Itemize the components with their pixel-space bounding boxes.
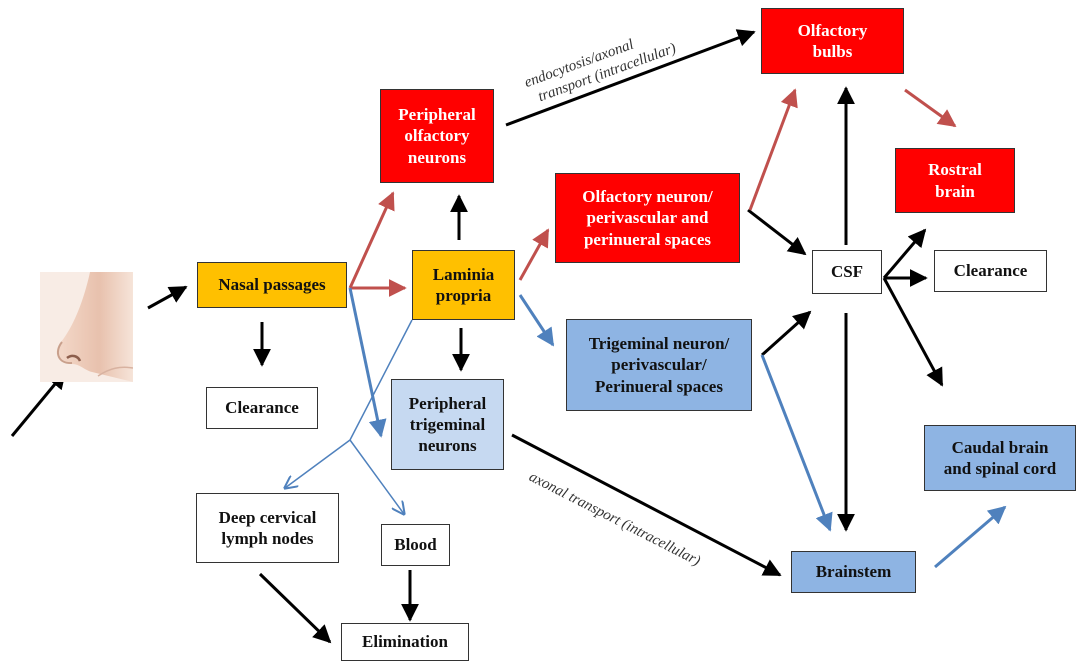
nose-icon	[40, 272, 133, 382]
trigeminal-perivascular-line-3: Perinueral spaces	[595, 376, 723, 396]
arrow-csf-to-rostral	[882, 228, 927, 279]
rostral-brain-line-1: Rostral	[928, 160, 982, 180]
lamina-propria-line-1: Laminia	[432, 264, 495, 284]
arrow-csf-to-caudal	[882, 277, 944, 387]
csf-node: CSF	[812, 250, 882, 294]
olfactory-bulbs-node: Olfactory bulbs	[761, 8, 904, 74]
arrow-nose-to-nasal	[147, 285, 188, 310]
arrow-nasal-to-olfactory	[348, 191, 395, 289]
deep-cervical-lymph-nodes-node: Deep cervical lymph nodes	[196, 493, 339, 563]
arrow-bulbs-to-rostral	[904, 88, 957, 128]
trigeminal-perivascular-node: Trigeminal neuron/ perivascular/ Perinue…	[566, 319, 752, 411]
blood-node: Blood	[381, 524, 450, 566]
olfactory-perivascular-line-3: perinueral spaces	[583, 229, 711, 249]
blood-label: Blood	[394, 535, 437, 555]
arrow-olfactory-to-bulbs	[505, 29, 756, 127]
nasal-passages-node: Nasal passages	[197, 262, 347, 308]
lamina-propria-line-2: propria	[435, 286, 492, 305]
caudal-brain-spinal-cord-node: Caudal brain and spinal cord	[924, 425, 1076, 491]
arrow-trigperiv-to-csf	[760, 310, 812, 357]
deep-cervical-line-2: lymph nodes	[221, 529, 314, 548]
olfactory-bulbs-line-1: Olfactory	[797, 20, 868, 40]
arrow-lamina-to-trigperiv	[518, 294, 555, 347]
trigeminal-perivascular-line-1: Trigeminal neuron/	[588, 334, 730, 354]
arrow-olfperiv-to-csf	[747, 208, 807, 256]
arrow-trigperiv-to-brainstem	[760, 354, 833, 532]
arrow-entry	[10, 370, 67, 437]
olfactory-bulbs-line-2: bulbs	[812, 42, 853, 61]
peripheral-olfactory-neurons-node: Peripheral olfactory neurons	[380, 89, 494, 183]
caudal-brain-line-1: Caudal brain	[951, 437, 1049, 457]
clearance-nasal-node: Clearance	[206, 387, 318, 429]
arrow-brainstem-to-caudal	[934, 505, 1007, 569]
arrow-lymph-to-elimination	[258, 572, 332, 644]
deep-cervical-line-1: Deep cervical	[218, 507, 317, 527]
arrow-lamina-branch-stem	[349, 319, 413, 441]
caudal-brain-line-2: and spinal cord	[943, 459, 1057, 478]
trigeminal-perivascular-line-2: perivascular/	[611, 355, 707, 375]
elimination-node: Elimination	[341, 623, 469, 661]
peripheral-trigeminal-line-1: Peripheral	[408, 393, 487, 413]
arrow-nasal-to-trigeminal	[348, 287, 387, 438]
brainstem-label: Brainstem	[815, 562, 892, 582]
peripheral-olfactory-line-1: Peripheral	[398, 105, 476, 125]
peripheral-trigeminal-line-2: trigeminal	[409, 414, 486, 434]
peripheral-trigeminal-neurons-node: Peripheral trigeminal neurons	[391, 379, 504, 470]
arrow-olfperiv-to-bulbs	[748, 88, 798, 211]
elimination-label: Elimination	[362, 632, 448, 652]
arrow-branch-to-blood	[349, 439, 404, 514]
peripheral-trigeminal-line-3: neurons	[418, 436, 477, 456]
peripheral-olfactory-line-2: olfactory	[404, 126, 470, 146]
brainstem-node: Brainstem	[791, 551, 916, 593]
olfactory-perivascular-node: Olfactory neuron/ perivascular and perin…	[555, 173, 740, 263]
olfactory-perivascular-line-2: perivascular and	[586, 208, 709, 228]
clearance-nasal-label: Clearance	[225, 398, 299, 418]
clearance-csf-label: Clearance	[953, 261, 1028, 281]
rostral-brain-node: Rostral brain	[895, 148, 1015, 213]
nasal-passages-label: Nasal passages	[218, 275, 326, 295]
olfactory-perivascular-line-1: Olfactory neuron/	[582, 187, 713, 207]
arrow-trigeminal-to-brainstem	[511, 433, 782, 577]
rostral-brain-line-2: brain	[935, 181, 975, 201]
arrow-branch-to-lymph	[285, 439, 351, 488]
csf-label: CSF	[830, 262, 864, 282]
arrow-lamina-to-olfperiv	[518, 228, 550, 281]
lamina-propria-node: Laminia propria	[412, 250, 515, 320]
peripheral-olfactory-line-3: neurons	[407, 147, 467, 167]
clearance-csf-node: Clearance	[934, 250, 1047, 292]
